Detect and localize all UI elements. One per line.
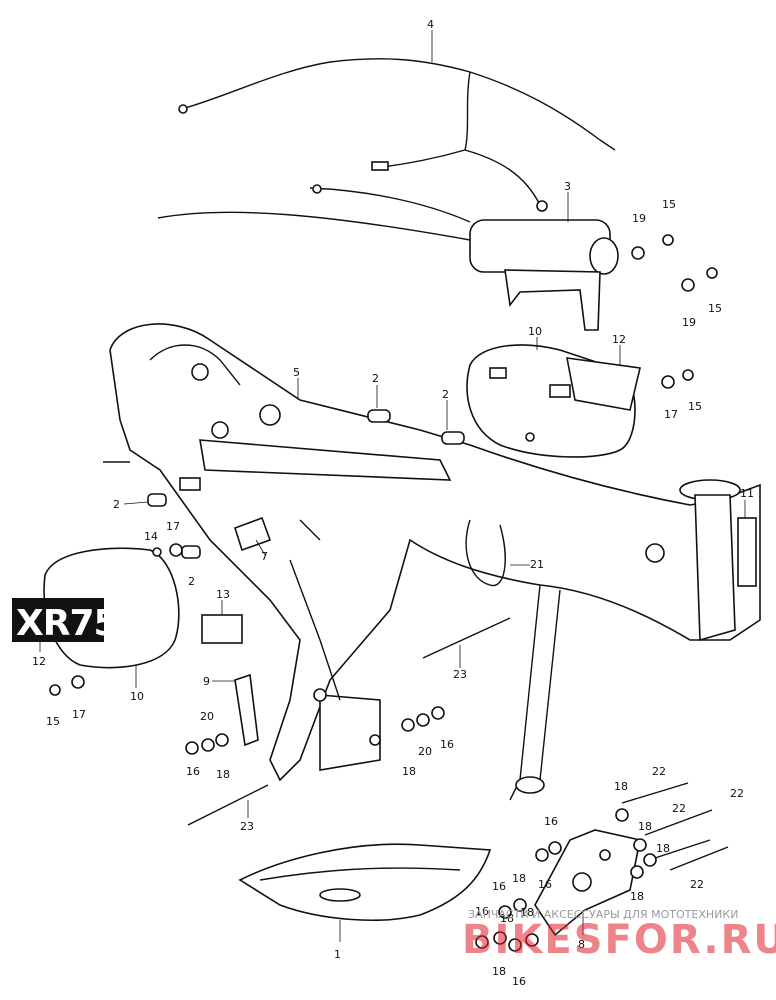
callout-16: 16: [544, 815, 558, 828]
callout-2: 2: [442, 388, 449, 401]
callout-3: 3: [564, 180, 571, 193]
callout-2: 2: [372, 372, 379, 385]
callout-13: 13: [216, 588, 230, 601]
nuts-washers: [49, 234, 718, 952]
callout-4: 4: [427, 18, 434, 31]
callout-18: 18: [614, 780, 628, 793]
callout-18: 18: [656, 842, 670, 855]
callout-15: 15: [688, 400, 702, 413]
callout-2: 2: [188, 575, 195, 588]
callout-8: 8: [578, 938, 585, 951]
bracket-9: [234, 673, 259, 747]
bolts: [187, 617, 729, 871]
callout-22: 22: [652, 765, 666, 778]
callout-18: 18: [512, 872, 526, 885]
callout-14: 14: [144, 530, 158, 543]
callout-16: 16: [440, 738, 454, 751]
callout-19: 19: [682, 316, 696, 329]
callout-17: 17: [72, 708, 86, 721]
callout-11: 11: [740, 487, 754, 500]
callout-5: 5: [293, 366, 300, 379]
callout-18: 18: [402, 765, 416, 778]
callout-18: 18: [492, 965, 506, 978]
callout-7: 7: [261, 550, 268, 563]
emblem-plate-right: [566, 357, 641, 411]
ignition-coil: [157, 211, 619, 331]
callout-20: 20: [418, 745, 432, 758]
watermark: ЗАПЧАСТИ И АКСЕССУАРЫ ДЛЯ МОТОТЕХНИКИ BI…: [462, 908, 776, 963]
callout-15: 15: [662, 198, 676, 211]
callout-16: 16: [512, 975, 526, 988]
xr75-emblem: XR75: [12, 598, 119, 644]
main-frame: [103, 323, 761, 801]
callout-18: 18: [216, 768, 230, 781]
callout-18: 18: [630, 890, 644, 903]
wire-harness: [178, 58, 616, 223]
callout-1: 1: [334, 948, 341, 961]
callout-16: 16: [538, 878, 552, 891]
callout-18: 18: [638, 820, 652, 833]
callout-23: 23: [240, 820, 254, 833]
callout-15: 15: [46, 715, 60, 728]
callout-12: 12: [32, 655, 46, 668]
leader-lines: [39, 30, 746, 942]
callout-10: 10: [528, 325, 542, 338]
callout-labels: 4 3 19 15 19 15 10 12 17 15 5 2 2 2 14 1…: [32, 18, 754, 988]
callout-16: 16: [475, 905, 489, 918]
plate-13: [201, 614, 243, 644]
callout-15: 15: [708, 302, 722, 315]
callout-22: 22: [672, 802, 686, 815]
callout-16: 16: [492, 880, 506, 893]
skid-plate: [238, 843, 492, 921]
svg-text:XR75: XR75: [16, 603, 118, 644]
callout-18: 18: [500, 912, 514, 925]
bracket-7: [234, 516, 272, 552]
callout-10: 10: [130, 690, 144, 703]
callout-9: 9: [203, 675, 210, 688]
callout-21: 21: [530, 558, 544, 571]
callout-22: 22: [690, 878, 704, 891]
callout-19: 19: [632, 212, 646, 225]
callout-2: 2: [113, 498, 120, 511]
callout-17: 17: [664, 408, 678, 421]
callout-18: 18: [520, 906, 534, 919]
footpeg-bracket: [534, 829, 641, 937]
callout-20: 20: [200, 710, 214, 723]
callout-17: 17: [166, 520, 180, 533]
callout-22: 22: [730, 787, 744, 800]
svg-text:ЗАПЧАСТИ И АКСЕССУАРЫ ДЛЯ МОТО: ЗАПЧАСТИ И АКСЕССУАРЫ ДЛЯ МОТОТЕХНИКИ: [468, 908, 738, 921]
callout-12: 12: [612, 333, 626, 346]
svg-text:BIKESFOR.RU: BIKESFOR.RU: [462, 917, 776, 963]
frame-strap: [465, 519, 506, 587]
callout-16: 16: [186, 765, 200, 778]
callout-23: 23: [453, 668, 467, 681]
